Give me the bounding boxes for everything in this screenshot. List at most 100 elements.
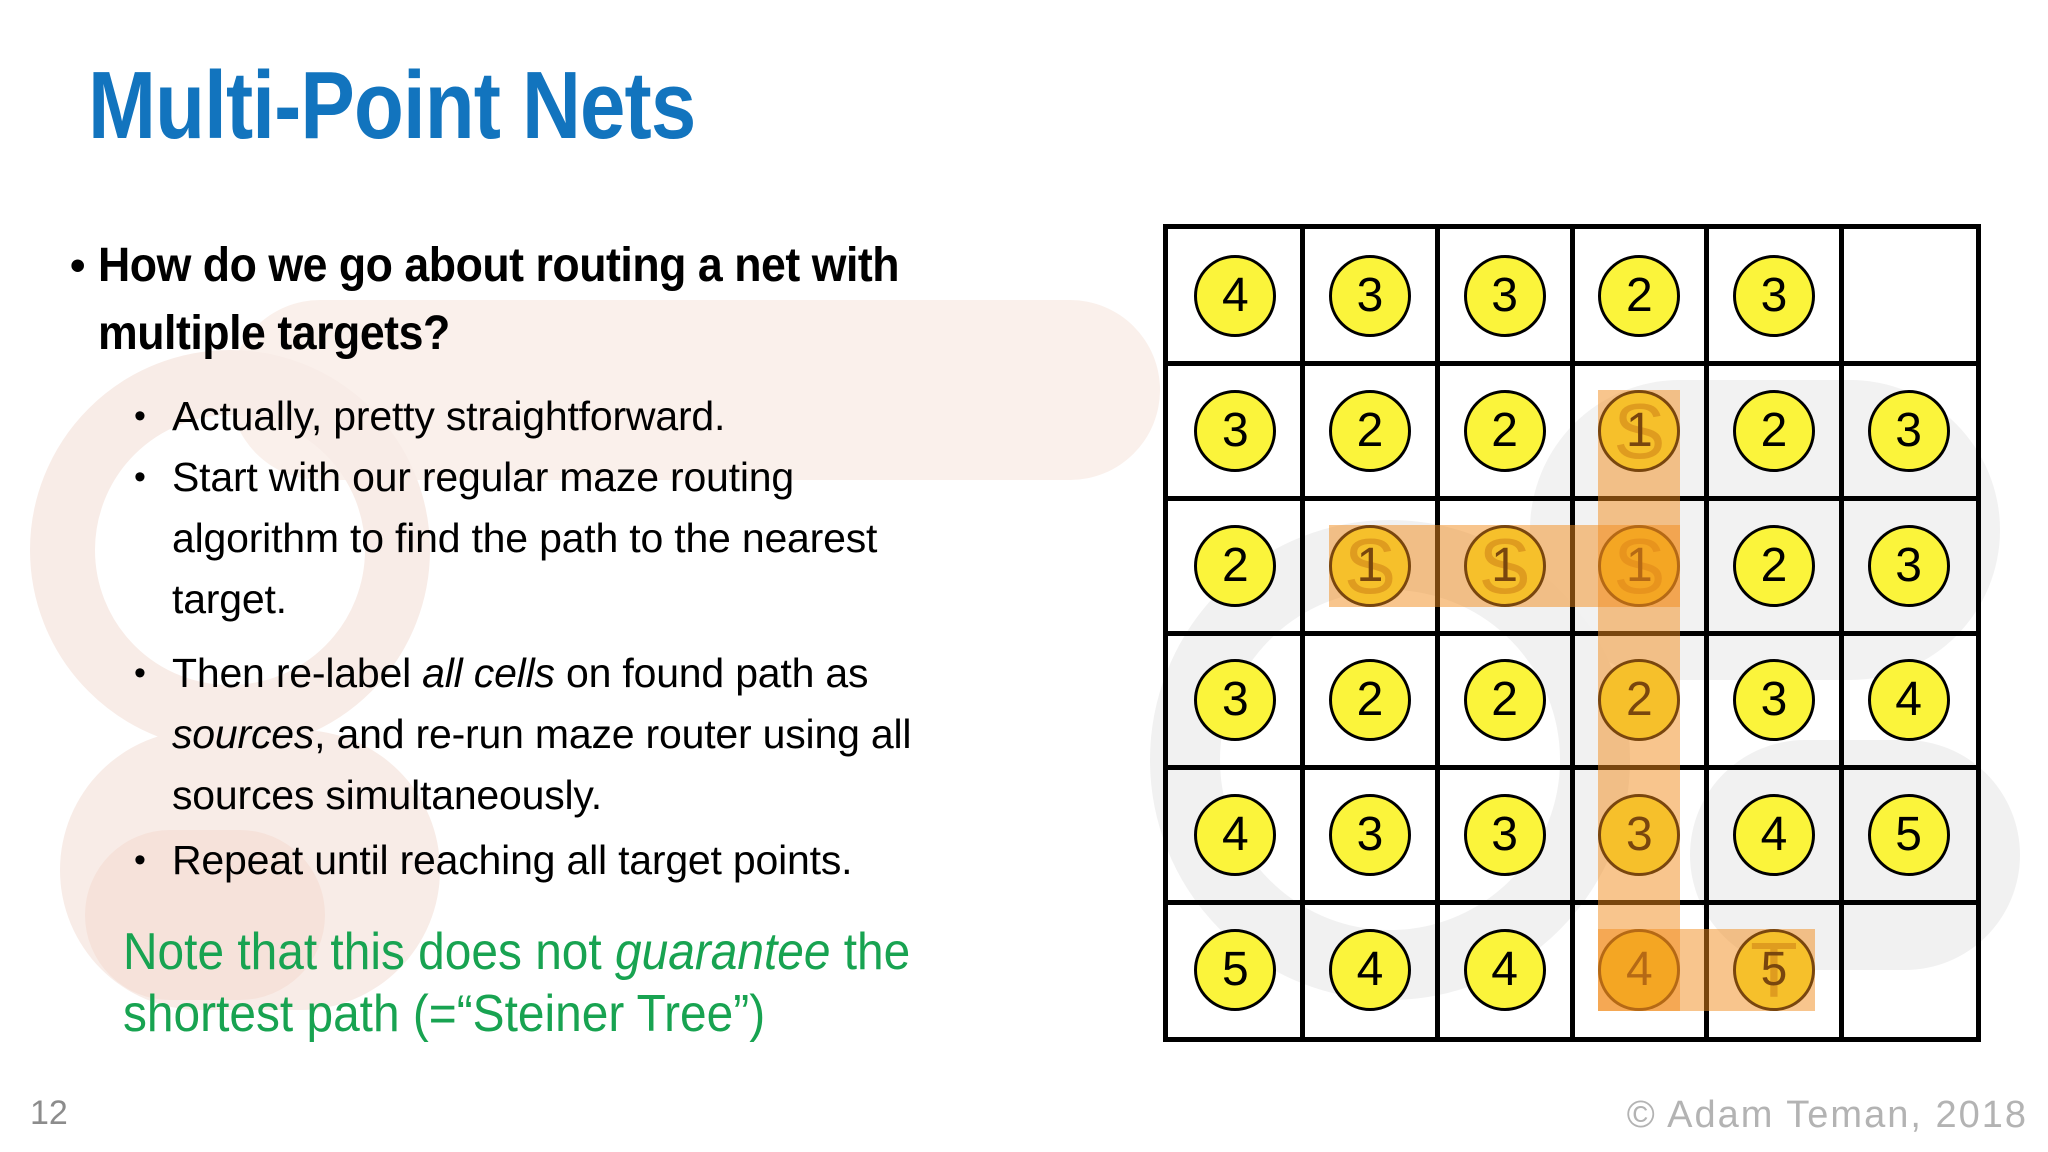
wave-cost-circle: 3: [1867, 524, 1950, 607]
heading-line: How do we go about routing a net with: [98, 239, 900, 292]
wave-cost-circle: 2: [1463, 389, 1546, 472]
list-item: • Then re-label all cells on found path …: [134, 643, 1134, 826]
bullet-dot: •: [134, 654, 146, 692]
wave-cost-label: 3: [1895, 538, 1922, 592]
path-overlay-segment: [1598, 928, 1815, 1011]
grid-cell-r4c6: 4: [1841, 633, 1976, 768]
bullet-line: algorithm to find the path to the neares…: [172, 515, 878, 561]
grid-cell-r6c3: 4: [1437, 902, 1572, 1037]
grid-cell-r3c5: 2: [1707, 498, 1842, 633]
list-item: • Repeat until reaching all target point…: [134, 830, 1134, 891]
wave-cost-label: 4: [1221, 269, 1249, 323]
grid-cell-r3c1: 2: [1168, 498, 1303, 633]
grid-cell-r6c2: 4: [1303, 902, 1438, 1037]
wave-cost-circle: 4: [1732, 793, 1815, 876]
wave-cost-label: 3: [1491, 269, 1518, 323]
wave-cost-label: 2: [1356, 403, 1384, 457]
bullet-dot: •: [70, 241, 86, 290]
list-item: • Actually, pretty straightforward.: [134, 386, 1134, 447]
grid-cell-r2c6: 3: [1841, 364, 1976, 499]
maze-routing-grid: 43323322S1232S1S1S1233222344333455444T5: [1163, 224, 1981, 1042]
wave-cost-label: 5: [1895, 807, 1922, 861]
grid-cell-r6c6: [1841, 902, 1976, 1037]
wave-cost-label: 4: [1221, 807, 1249, 861]
wave-cost-label: 3: [1356, 807, 1384, 861]
wave-cost-label: 2: [1221, 538, 1249, 592]
note-text: Note that this does not guarantee the sh…: [123, 921, 910, 1045]
grid-cell-r4c1: 3: [1168, 633, 1303, 768]
grid-cell-r2c2: 2: [1303, 364, 1438, 499]
wave-cost-circle: 2: [1598, 255, 1681, 338]
wave-cost-circle: 2: [1194, 524, 1277, 607]
wave-cost-label: 2: [1760, 403, 1788, 457]
wave-cost-label: 3: [1491, 807, 1518, 861]
grid-cell-r5c6: 5: [1841, 768, 1976, 903]
wave-cost-circle: 2: [1732, 524, 1815, 607]
note-line: Note that this does not guarantee the: [123, 923, 911, 981]
wave-cost-circle: 3: [1328, 793, 1411, 876]
grid-line-horizontal: [1168, 899, 1976, 905]
grid-cell-r2c3: 2: [1437, 364, 1572, 499]
wave-cost-label: 4: [1356, 942, 1384, 996]
page-number: 12: [30, 1094, 68, 1132]
grid-cell-r4c2: 2: [1303, 633, 1438, 768]
wave-cost-label: 3: [1221, 673, 1249, 727]
path-overlay-segment: [1598, 390, 1681, 1011]
wave-cost-circle: 3: [1732, 255, 1815, 338]
heading-bullet: • How do we go about routing a net with …: [70, 232, 959, 368]
note-line: shortest path (=“Steiner Tree”): [123, 985, 766, 1043]
wave-cost-label: 3: [1760, 673, 1788, 727]
wave-cost-label: 3: [1221, 403, 1249, 457]
wave-cost-circle: 4: [1328, 928, 1411, 1011]
wave-cost-circle: 2: [1328, 659, 1411, 742]
wave-cost-label: 3: [1760, 269, 1788, 323]
wave-cost-label: 2: [1760, 538, 1788, 592]
wave-cost-label: 2: [1625, 269, 1653, 323]
wave-cost-label: 4: [1760, 807, 1788, 861]
grid-line-horizontal: [1168, 630, 1976, 636]
heading-text: How do we go about routing a net with mu…: [98, 232, 900, 368]
wave-cost-circle: 3: [1867, 389, 1950, 472]
wave-cost-circle: 2: [1463, 659, 1546, 742]
wave-cost-circle: 4: [1194, 793, 1277, 876]
grid-cell-r4c3: 2: [1437, 633, 1572, 768]
grid-cell-r6c1: 5: [1168, 902, 1303, 1037]
wave-cost-circle: 5: [1867, 793, 1950, 876]
grid-cell-r5c2: 3: [1303, 768, 1438, 903]
bullet-line: sources simultaneously.: [172, 772, 602, 818]
copyright-text: © Adam Teman, 2018: [1626, 1094, 2028, 1136]
wave-cost-circle: 2: [1732, 389, 1815, 472]
bullet-line: Repeat until reaching all target points.: [172, 837, 853, 883]
wave-cost-circle: 4: [1867, 659, 1950, 742]
wave-cost-label: 2: [1491, 673, 1518, 727]
wave-cost-circle: 3: [1194, 389, 1277, 472]
bullet-dot: •: [134, 458, 146, 496]
list-item: • Start with our regular maze routing al…: [134, 447, 1134, 630]
wave-cost-circle: 3: [1463, 793, 1546, 876]
wave-cost-label: 3: [1895, 403, 1922, 457]
wave-cost-label: 2: [1491, 403, 1518, 457]
wave-cost-label: 3: [1356, 269, 1384, 323]
grid-cell-r5c5: 4: [1707, 768, 1842, 903]
wave-cost-circle: 3: [1194, 659, 1277, 742]
wave-cost-circle: 3: [1463, 255, 1546, 338]
grid-cell-r2c5: 2: [1707, 364, 1842, 499]
wave-cost-circle: 4: [1463, 928, 1546, 1011]
grid-cell-r1c4: 2: [1572, 229, 1707, 364]
wave-cost-label: 5: [1221, 942, 1249, 996]
bullet-dot: •: [134, 841, 146, 879]
wave-cost-circle: 3: [1732, 659, 1815, 742]
wave-cost-circle: 4: [1194, 255, 1277, 338]
sub-bullet-list: • Actually, pretty straightforward. • St…: [134, 386, 1134, 891]
path-overlay-segment: [1329, 524, 1681, 607]
wave-cost-circle: 3: [1328, 255, 1411, 338]
grid-cell-r1c1: 4: [1168, 229, 1303, 364]
wave-cost-circle: 5: [1194, 928, 1277, 1011]
grid-cell-r1c3: 3: [1437, 229, 1572, 364]
bullet-line: sources, and re-run maze router using al…: [172, 711, 912, 757]
bullet-line: target.: [172, 576, 287, 622]
heading-line: multiple targets?: [98, 307, 450, 360]
grid-cell-r5c1: 4: [1168, 768, 1303, 903]
grid-cell-r3c6: 3: [1841, 498, 1976, 633]
grid-cell-r1c5: 3: [1707, 229, 1842, 364]
